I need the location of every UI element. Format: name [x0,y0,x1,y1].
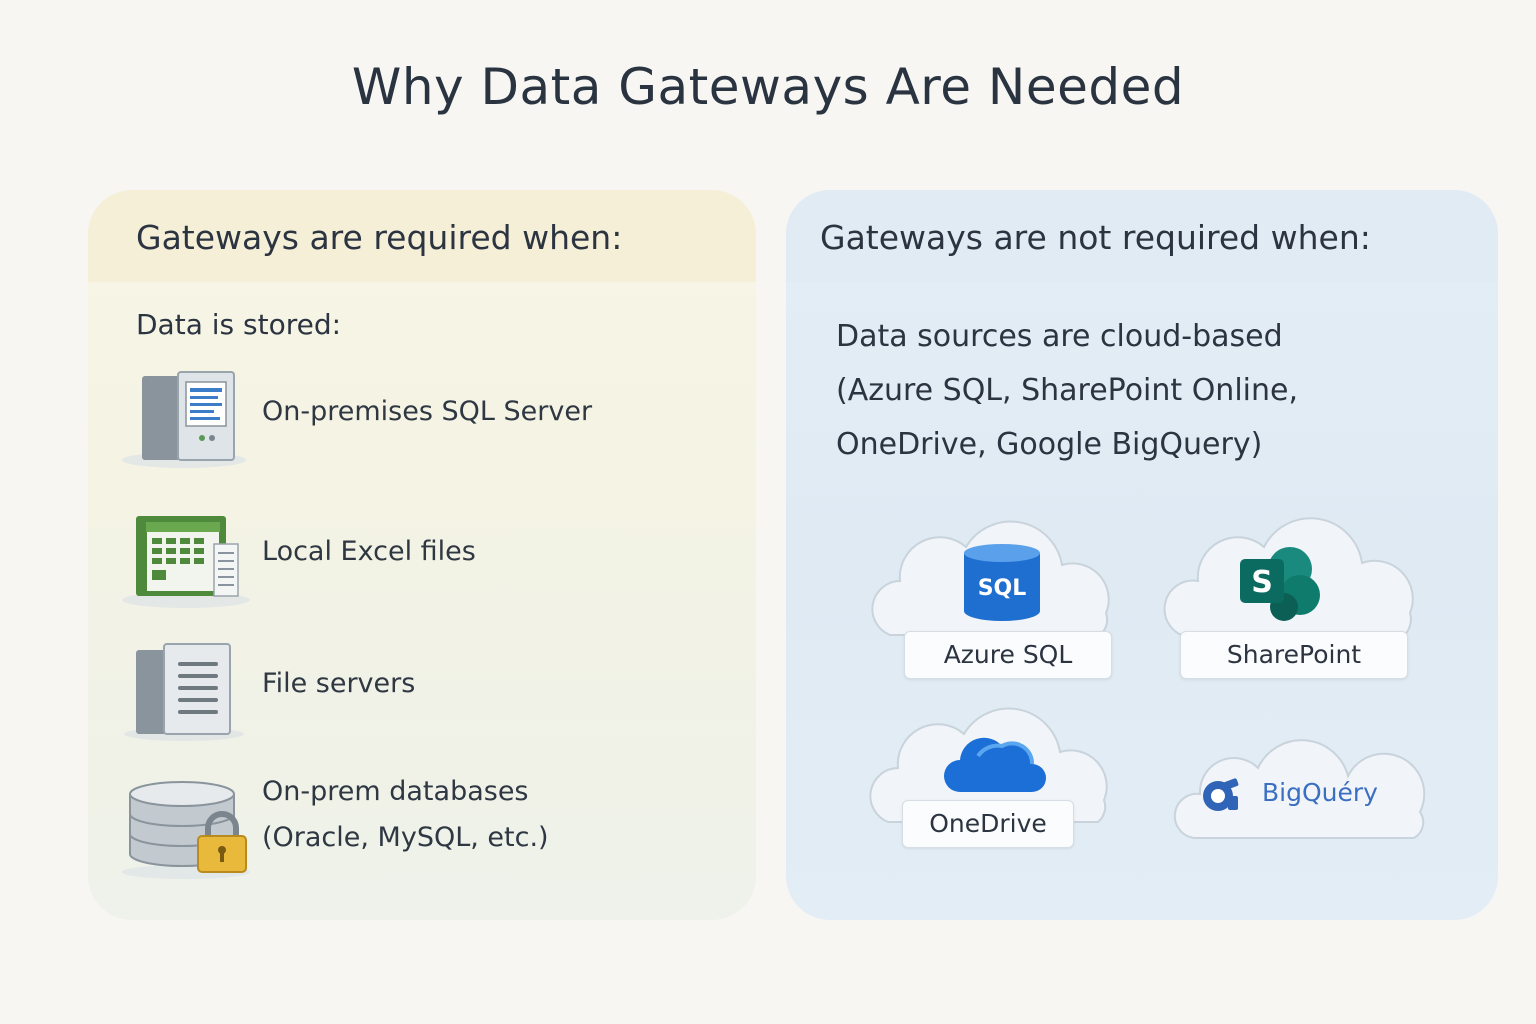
required-header-text: Gateways are required when: [136,218,623,257]
required-panel-header: Gateways are required when: [88,190,756,282]
item-label-onprem-databases-examples: (Oracle, MySQL, etc.) [262,822,549,853]
page-title: Why Data Gateways Are Needed [351,58,1185,116]
item-label-onprem-databases: On-prem databases [262,776,529,807]
bigquery-label: BigQuéry [1262,778,1378,807]
not-required-panel-header: Gateways are not required when: [786,190,1498,282]
item-label-sql-server: On-premises SQL Server [262,396,593,427]
not-required-header-text: Gateways are not required when: [820,218,1371,257]
data-stored-label: Data is stored: [136,308,342,341]
cloud-description-line-3: OneDrive, Google BigQuery) [836,427,1263,462]
sharepoint-icon: S [1240,547,1320,621]
cloud-description-line-2: (Azure SQL, SharePoint Online, [836,373,1298,408]
required-panel: Gateways are required when: Data is stor… [88,190,756,920]
azure-sql-label: Azure SQL [904,631,1112,679]
cloud-tile-sharepoint: S SharePoint [1158,515,1458,685]
sharepoint-label: SharePoint [1180,631,1408,679]
cloud-description-line-1: Data sources are cloud-based [836,319,1283,354]
onedrive-label: OneDrive [902,800,1074,848]
onedrive-icon [944,737,1046,792]
locked-database-icon [122,781,250,879]
bigquery-icon [1203,778,1239,811]
azure-sql-icon: SQL [964,544,1040,621]
cloud-tile-azure-sql: SQL Azure SQL [860,515,1160,685]
sharepoint-icon-text: S [1251,565,1273,600]
cloud-tile-bigquery: BigQuéry [1172,738,1472,908]
cloud-tile-onedrive: OneDrive [858,702,1158,872]
server-icon [122,371,246,468]
azure-sql-icon-text: SQL [978,576,1027,601]
item-label-excel: Local Excel files [262,536,476,567]
not-required-panel: Gateways are not required when: Data sou… [786,190,1498,920]
cloud-description: Data sources are cloud-based (Azure SQL,… [836,310,1298,472]
item-label-file-servers: File servers [262,668,416,699]
cloud-icon [1173,739,1426,839]
file-server-icon [124,643,244,741]
excel-file-icon [122,516,250,608]
